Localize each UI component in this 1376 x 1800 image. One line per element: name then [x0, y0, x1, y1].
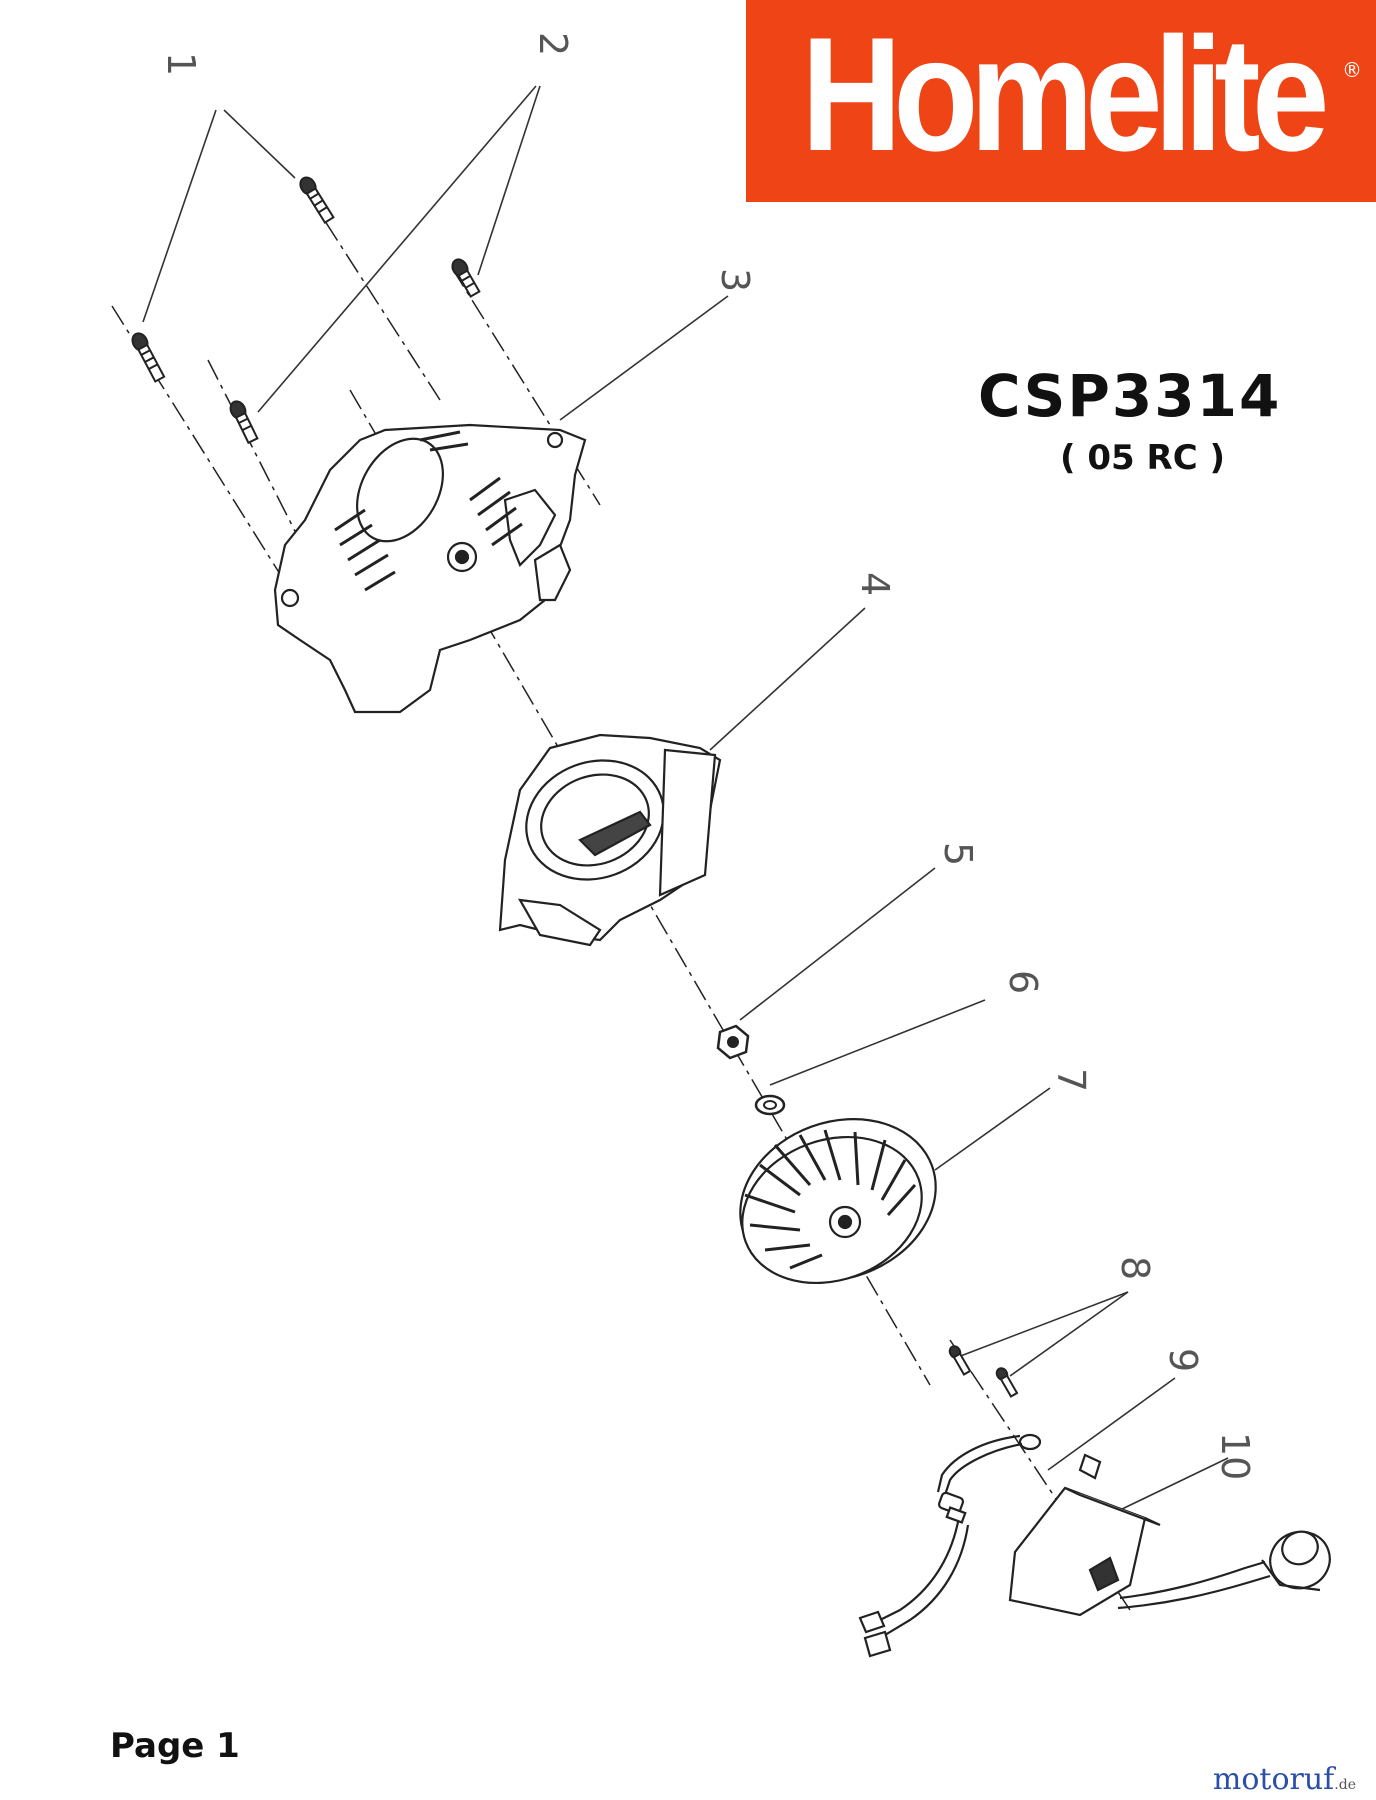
screw-icon [299, 176, 335, 224]
ground-wire-icon [858, 1433, 1102, 1658]
callout-label: 6 [1001, 970, 1045, 994]
screw-icon [229, 400, 259, 445]
model-variant: ( 05 RC ) [1060, 438, 1226, 478]
callout-label: 9 [1161, 1348, 1205, 1372]
callout-label: 3 [713, 268, 757, 292]
model-number: CSP3314 [978, 362, 1282, 430]
leader-lines [142, 85, 1229, 1511]
screw-axis-line [304, 189, 441, 401]
watermark-suffix: .de [1334, 1777, 1356, 1793]
screw-icon [995, 1367, 1019, 1398]
callout-label: 10 [1213, 1432, 1257, 1480]
watermark-name: motoruf [1212, 1762, 1335, 1797]
page-label: Page 1 [110, 1726, 240, 1766]
screw-axis-line [207, 359, 331, 601]
callout-label: 8 [1113, 1256, 1157, 1280]
hex-nut-icon [716, 1024, 750, 1060]
screw-icon [451, 258, 481, 298]
callout-label: 4 [853, 572, 897, 596]
screw-icon [948, 1345, 972, 1376]
watermark: motoruf.de [1213, 1762, 1356, 1797]
brand-name: Homelite [801, 4, 1329, 185]
callout-label: 5 [936, 842, 980, 866]
starter-housing-icon [273, 423, 587, 714]
screw-icon [131, 332, 166, 383]
air-shroud-icon [498, 733, 722, 947]
callout-label: 1 [159, 52, 203, 76]
ignition-module-icon [1008, 1486, 1331, 1617]
flywheel-icon [739, 1118, 937, 1285]
callout-label: 7 [1049, 1068, 1093, 1092]
callout-label: 2 [531, 32, 575, 56]
brand-logo: Homelite ® [746, 0, 1376, 202]
registered-mark: ® [1342, 58, 1362, 82]
washer-icon [754, 1094, 786, 1116]
